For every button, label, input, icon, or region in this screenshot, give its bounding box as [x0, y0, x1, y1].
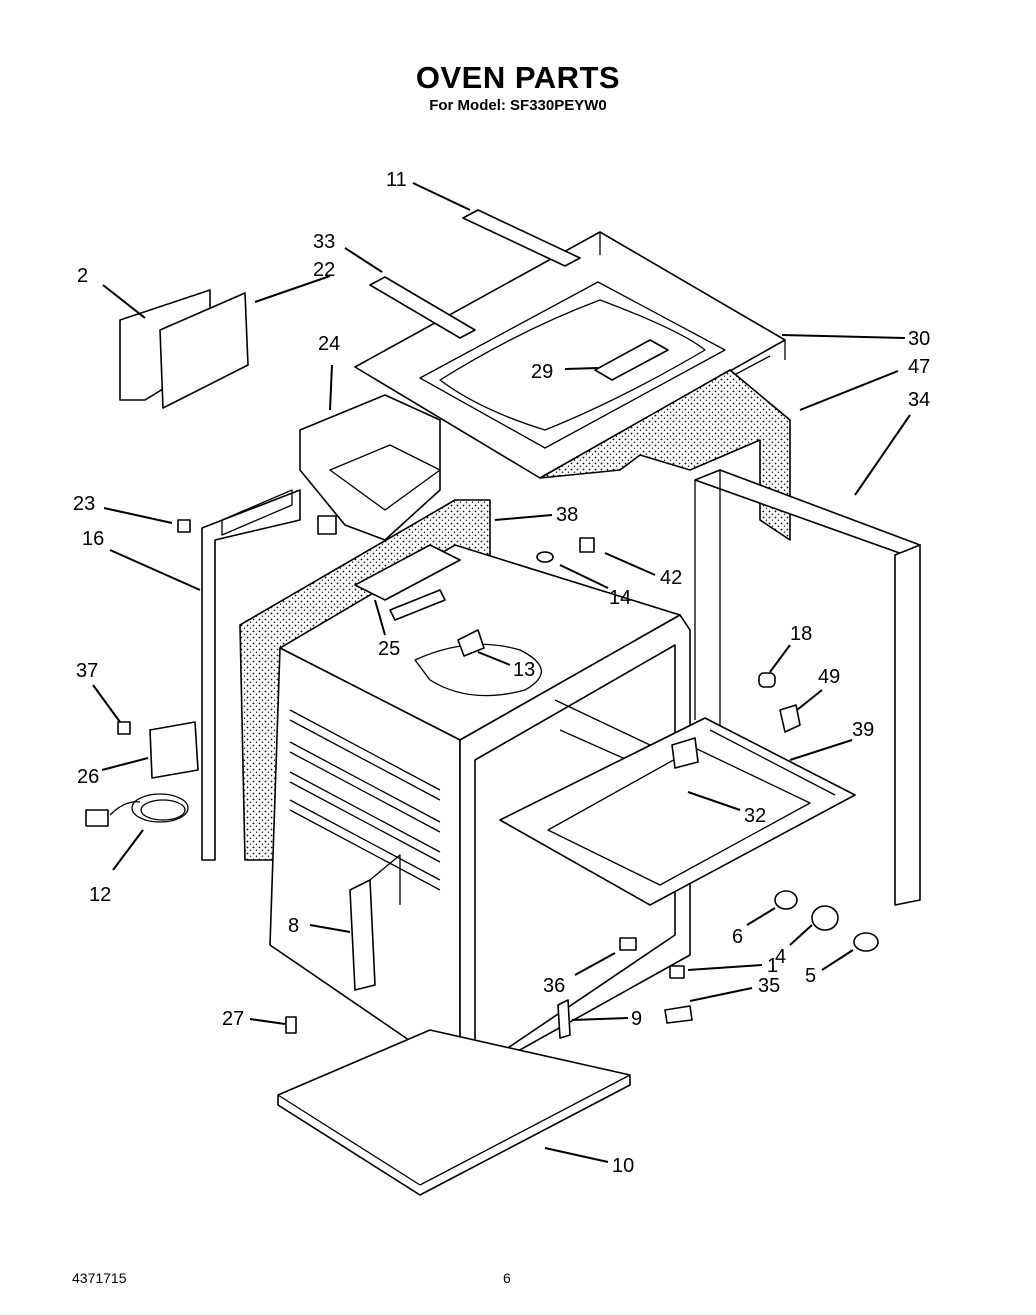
- callout-29: 29: [531, 361, 553, 383]
- part-29: [594, 339, 669, 381]
- callout-16: 16: [82, 528, 104, 550]
- callout-5: 5: [805, 965, 816, 987]
- callout-23: 23: [73, 493, 95, 515]
- callout-35: 35: [758, 975, 780, 997]
- callout-47: 47: [908, 356, 930, 378]
- clip-49-part: [779, 704, 801, 733]
- leveling-leg-35-part: [664, 1005, 693, 1024]
- callout-2: 2: [77, 265, 88, 287]
- callout-37: 37: [76, 660, 98, 682]
- callout-13: 13: [513, 659, 535, 681]
- callout-26: 26: [77, 766, 99, 788]
- callout-18: 18: [790, 623, 812, 645]
- callout-12: 12: [89, 884, 111, 906]
- bracket-11-part: [462, 209, 581, 267]
- callout-9: 9: [631, 1008, 642, 1030]
- callout-30: 30: [908, 328, 930, 350]
- diagram-title: OVEN PARTS: [415, 60, 621, 95]
- callout-1: 1: [767, 955, 778, 977]
- callout-4: 4: [775, 946, 786, 968]
- bracket-33-part: [369, 276, 476, 339]
- model-subtitle: For Model: SF330PEYW0: [429, 97, 607, 114]
- clip-14-part: [536, 551, 554, 563]
- part-13: [457, 629, 485, 657]
- callout-24: 24: [318, 333, 340, 355]
- callout-6: 6: [732, 926, 743, 948]
- pad-26-part: [149, 721, 199, 779]
- callout-34: 34: [908, 389, 930, 411]
- callout-22: 22: [313, 259, 335, 281]
- callout-8: 8: [288, 915, 299, 937]
- left-side-panel-part: [201, 489, 301, 861]
- callout-32: 32: [744, 805, 766, 827]
- clip-23-part: [177, 519, 191, 533]
- callout-25: 25: [378, 638, 400, 660]
- callout-36: 36: [543, 975, 565, 997]
- callout-38: 38: [556, 504, 578, 526]
- socket-6-part: [774, 890, 798, 910]
- oven-rack-part: [499, 717, 856, 906]
- wire-harness-part: [85, 793, 189, 827]
- element-bracket-8-part: [349, 854, 401, 991]
- callout-10: 10: [612, 1155, 634, 1177]
- vent-duct-part: [299, 394, 441, 541]
- plug-18-part: [758, 672, 776, 688]
- leader-lines: [92, 182, 911, 1163]
- vent-trim-part: [354, 544, 461, 621]
- back-insulation-part: [539, 369, 791, 541]
- part-32: [671, 737, 699, 769]
- callout-33: 33: [313, 231, 335, 253]
- callout-42: 42: [660, 567, 682, 589]
- callout-14: 14: [609, 587, 631, 609]
- storage-drawer-part: [277, 1029, 631, 1196]
- callout-39: 39: [852, 719, 874, 741]
- callout-49: 49: [818, 666, 840, 688]
- clip-37-part: [117, 721, 131, 735]
- callout-11: 11: [386, 169, 407, 191]
- bracket-9-part: [557, 999, 571, 1039]
- callout-27: 27: [222, 1008, 244, 1030]
- lens-4-part: [811, 905, 839, 931]
- document-number: 4371715: [72, 1270, 127, 1286]
- bracket-22-part: [159, 292, 249, 409]
- clip-42-part: [579, 537, 595, 553]
- page-number: 6: [503, 1270, 511, 1286]
- right-side-panel-part: [694, 469, 921, 906]
- clip-36-part: [619, 937, 637, 951]
- nut-1-part: [669, 965, 685, 979]
- screw-27-part: [285, 1016, 297, 1034]
- bulb-5-part: [853, 932, 879, 952]
